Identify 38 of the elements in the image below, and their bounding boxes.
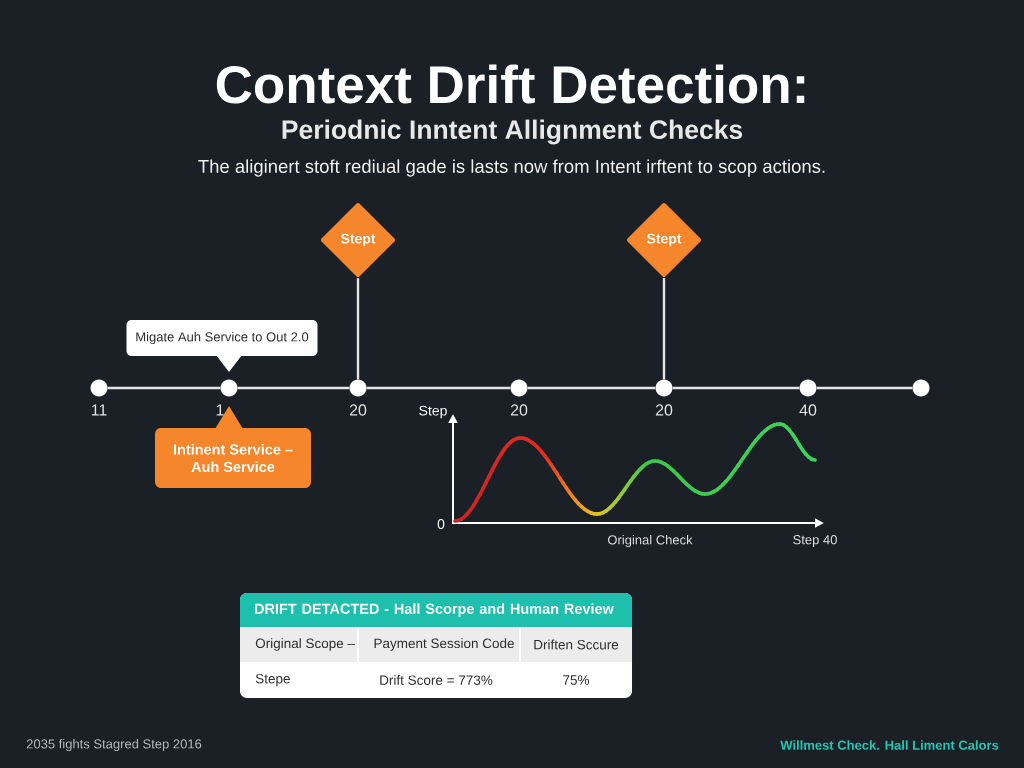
- timeline-dot: [349, 379, 367, 397]
- subtitle: Periodnic Inntent Allignment Checks: [282, 119, 743, 145]
- step-number: 20: [349, 404, 367, 416]
- title: Context Drift Detection:: [216, 64, 805, 104]
- connector-line: [672, 386, 800, 390]
- table-cell: Driften Sccure: [521, 627, 632, 662]
- connector-line: [662, 278, 666, 380]
- connector-line: [356, 278, 360, 380]
- axis-label: 0: [437, 519, 445, 529]
- axis-label: Step 40: [793, 535, 837, 547]
- connector-line: [237, 386, 350, 390]
- table-cell: 75%: [563, 675, 590, 685]
- timeline-dot: [655, 379, 673, 397]
- step-number: 20: [510, 404, 528, 416]
- description: The aliginert stoft rediual gade is lasts now from Intent irftent to scop actions.: [198, 159, 825, 177]
- table-header: DRIFT DETACTED - Hall Scorpe and Human Review: [240, 593, 632, 627]
- axis-label: Step: [419, 405, 447, 419]
- table-cell: Original Scope –: [240, 627, 357, 662]
- timeline-dot: [912, 379, 930, 397]
- timeline-dot: [510, 379, 528, 397]
- connector-line: [366, 386, 511, 390]
- timeline-dot: [90, 379, 108, 397]
- connector-line: [527, 386, 656, 390]
- speech-bubble: Migate Auh Service to Out 2.0: [126, 320, 318, 372]
- axis-label: Original Check: [608, 534, 693, 548]
- table-cell: Payment Session Code: [359, 627, 519, 662]
- step-number: 11: [91, 404, 107, 416]
- step-number: 1: [216, 404, 224, 416]
- table-cell: Drift Score = 773%: [380, 675, 493, 685]
- connector-line: [107, 386, 221, 390]
- timeline-dot: [220, 379, 238, 397]
- footer-text: Willmest Check. Hall Liment Calors: [780, 740, 999, 750]
- footer-text: 2035 fights Stagred Step 2016: [26, 738, 202, 752]
- connector-line: [816, 386, 913, 390]
- step-number: 20: [655, 404, 673, 416]
- step-number: 40: [799, 404, 817, 416]
- table-cell: Stepe: [255, 673, 290, 687]
- timeline-dot: [799, 379, 817, 397]
